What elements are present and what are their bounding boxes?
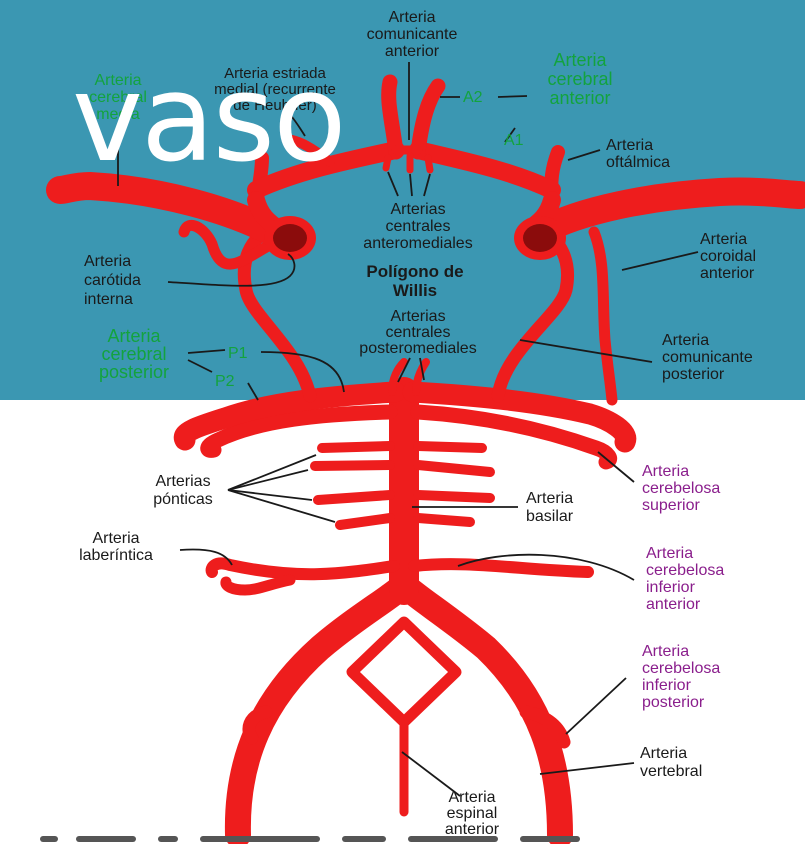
anteromedial-left xyxy=(386,158,388,168)
a2-right xyxy=(418,86,438,152)
leader-ophthalmic xyxy=(568,150,600,160)
pontine-left-3 xyxy=(318,495,390,500)
label-a2: A2 xyxy=(463,89,483,106)
leader-pca-p1 xyxy=(188,350,225,353)
label-a1: A1 xyxy=(504,132,524,149)
anteromedial-right xyxy=(428,158,430,170)
a2-left xyxy=(389,82,396,152)
leader-pontine-2 xyxy=(228,470,308,490)
pontine-right-2 xyxy=(418,465,490,472)
mca-left xyxy=(60,186,272,232)
pontine-left-1 xyxy=(322,446,390,448)
choroidal-right xyxy=(594,232,612,400)
aica-left xyxy=(212,563,394,574)
a1-right xyxy=(418,150,552,190)
leader-pontine-1 xyxy=(228,455,316,490)
pontine-right-3 xyxy=(418,495,490,498)
leader-pca-p2 xyxy=(188,360,212,372)
leader-p2 xyxy=(248,383,258,400)
leader-pontine-4 xyxy=(228,490,335,522)
aica-right xyxy=(414,564,588,572)
anterior-spinal-artery xyxy=(352,622,456,722)
label-p1: P1 xyxy=(228,345,248,362)
pontine-left-4 xyxy=(340,518,390,525)
leader-anteromedial-3 xyxy=(424,174,430,196)
ica-cross-section-left-lumen xyxy=(273,224,307,252)
cropped-caption-strip xyxy=(0,828,805,844)
pontine-right-1 xyxy=(418,446,482,448)
arteries-group xyxy=(60,82,800,835)
leader-choroidal xyxy=(622,252,698,270)
leader-aca xyxy=(498,96,527,97)
pontine-right-4 xyxy=(418,518,470,522)
leader-anteromedial-2 xyxy=(410,174,412,196)
label-p2: P2 xyxy=(215,373,235,390)
mca-right xyxy=(540,192,800,232)
pontine-left-2 xyxy=(315,465,390,466)
ica-cross-section-right-lumen xyxy=(523,224,557,252)
overlay-word: vaso xyxy=(72,60,345,180)
leader-pcom xyxy=(520,340,652,362)
leader-pontine-3 xyxy=(228,490,312,500)
labyrinthine-artery xyxy=(226,580,290,590)
leader-pica xyxy=(566,678,626,734)
leader-anteromedial-1 xyxy=(388,172,398,196)
